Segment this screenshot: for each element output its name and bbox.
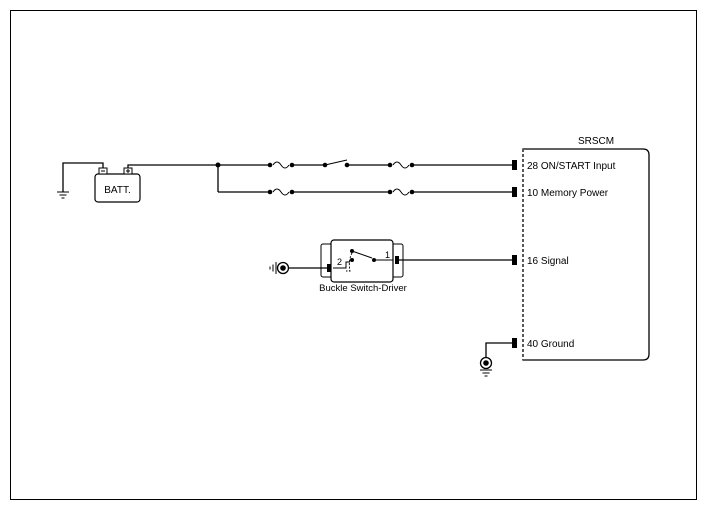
module-ground-wire — [485, 342, 512, 357]
buckle-switch — [320, 239, 404, 283]
connector-icon — [512, 338, 517, 348]
pin-on-start-input: 28 ON/START Input — [527, 161, 616, 172]
pin-memory-power: 10 Memory Power — [527, 188, 609, 199]
connector-icon — [512, 255, 517, 265]
ground-icon — [479, 356, 493, 377]
fuse-icon — [392, 188, 410, 196]
buckle-switch-label: Buckle Switch-Driver — [319, 283, 407, 294]
battery-label: BATT. — [104, 185, 130, 196]
diagram-frame — [10, 10, 697, 500]
connector-icon — [327, 264, 331, 272]
ground-icon — [57, 191, 69, 199]
buckle-pin-2: 2 — [337, 257, 342, 267]
ground-icon — [269, 261, 290, 275]
fuse-icon — [392, 161, 410, 169]
battery-icon — [94, 167, 141, 203]
module-box — [522, 148, 650, 361]
fuse-icon — [272, 188, 290, 196]
connector-icon — [395, 256, 399, 264]
pin-ground: 40 Ground — [527, 339, 574, 350]
connector-icon — [512, 160, 517, 170]
module-title: SRSCM — [578, 136, 614, 147]
fuse-icon — [272, 161, 290, 169]
battery-positive-wire — [127, 164, 218, 168]
buckle-pin-1: 1 — [385, 250, 390, 260]
on-start-circuit — [218, 159, 512, 169]
battery-ground-wire — [62, 162, 104, 192]
pin-signal: 16 Signal — [527, 256, 569, 267]
switch-icon — [351, 250, 373, 259]
switch-icon — [324, 159, 348, 166]
connector-icon — [512, 187, 517, 197]
memory-power-circuit — [218, 188, 512, 196]
